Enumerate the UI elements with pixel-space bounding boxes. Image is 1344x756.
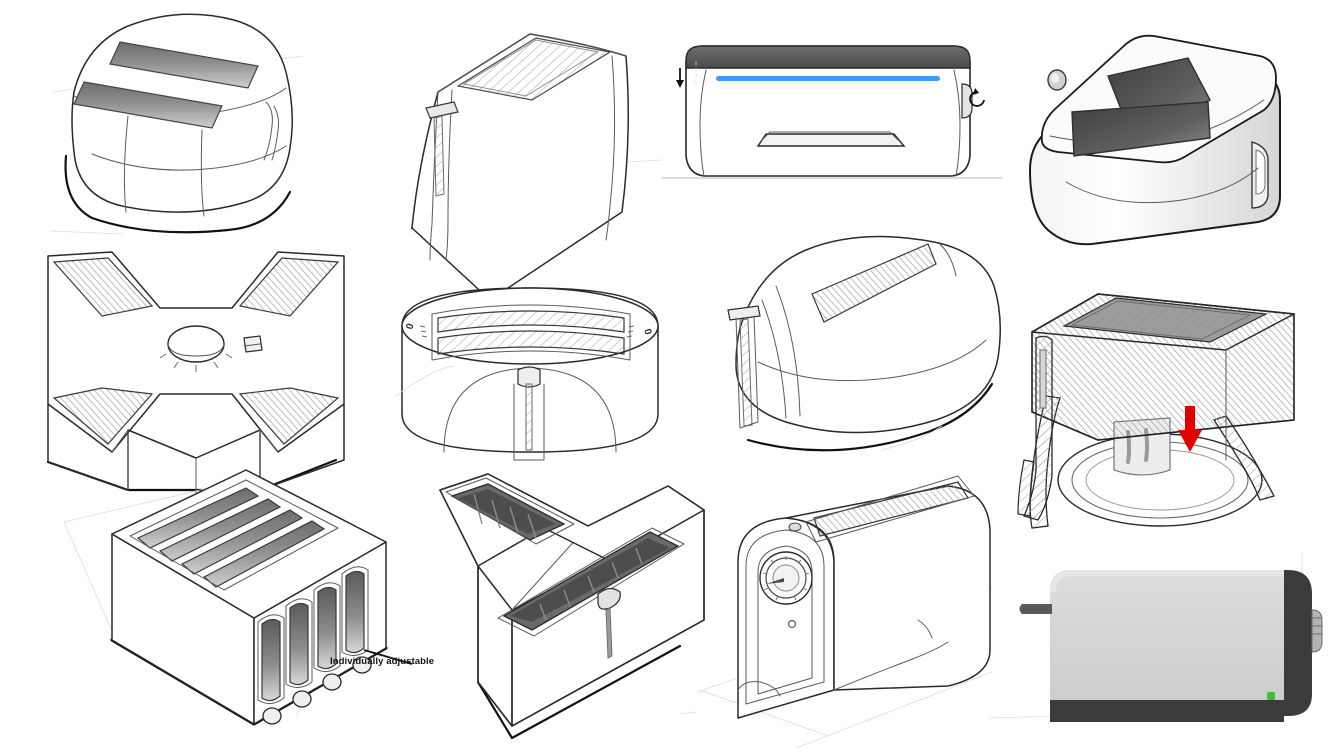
concept-arched-tunnel-toaster xyxy=(696,475,996,756)
front-rotary-dial[interactable] xyxy=(759,551,813,605)
rear-cap xyxy=(939,243,957,277)
body-shadow-edge xyxy=(64,154,292,234)
wall-corner-join xyxy=(111,429,279,453)
slot-bezel xyxy=(431,304,631,361)
rear-control-strip[interactable] xyxy=(1311,609,1323,653)
side-lever-stub[interactable] xyxy=(1019,604,1053,614)
top-face xyxy=(1031,293,1295,351)
down-arrow-icon xyxy=(676,61,697,88)
side-lever-recess[interactable] xyxy=(1251,141,1269,209)
panel-split-left xyxy=(123,115,129,213)
rear-edge xyxy=(605,55,616,241)
slot-top xyxy=(456,37,612,101)
slot-bottom-right xyxy=(238,387,340,445)
ground-line xyxy=(989,715,1061,719)
blue-accent-trim xyxy=(716,76,940,81)
rotate-arrow-icon xyxy=(969,88,985,107)
front-edge-2 xyxy=(445,89,453,261)
base-shadow xyxy=(476,644,682,740)
svg-text:0: 0 xyxy=(641,328,653,337)
center-front-wall xyxy=(127,429,261,459)
body-sheen-line xyxy=(1065,167,1259,204)
construction-line xyxy=(627,159,663,163)
front-fold-left-2 xyxy=(775,285,801,417)
side-lever[interactable] xyxy=(1023,335,1053,521)
svg-text:0: 0 xyxy=(404,322,416,331)
left-inner-edge xyxy=(699,69,707,177)
concept-cylindrical-two-slot-toaster: 0 0 xyxy=(395,278,666,478)
front-arch-inner xyxy=(745,529,825,705)
front-lever[interactable] xyxy=(513,366,545,461)
slot-upper xyxy=(437,310,625,333)
annotation-individually-adjustable: Individually adjustable xyxy=(330,652,480,670)
slot-bezels xyxy=(445,477,685,637)
plinth-base xyxy=(756,133,906,147)
slot-long-top xyxy=(805,475,975,543)
rear-foot-line xyxy=(833,641,949,691)
top-edge xyxy=(437,33,627,93)
base-shadow xyxy=(746,382,994,452)
base-bar xyxy=(1050,700,1284,722)
top-cap xyxy=(685,45,971,69)
concept-four-slot-toaster xyxy=(34,469,424,756)
slot-bottom-left xyxy=(52,387,154,445)
center-rotary-dial[interactable] xyxy=(159,325,233,372)
slot-top-left xyxy=(52,257,154,317)
annotation-leader-line xyxy=(363,649,413,665)
adjustment-knobs[interactable] xyxy=(262,656,372,725)
front-fold-left xyxy=(761,299,787,419)
concept-side-elevation-render xyxy=(989,540,1344,756)
plinth-top-edge xyxy=(761,131,899,141)
side-lever[interactable] xyxy=(425,101,459,197)
wire-rack-bars xyxy=(539,547,643,621)
front-lever-tracks[interactable] xyxy=(257,566,369,704)
concept-rounded-two-slot-toaster xyxy=(30,6,330,236)
slot-horizontal-arm xyxy=(502,531,680,631)
scale-markings-left: 0 xyxy=(404,322,428,338)
dial-pointer xyxy=(766,578,784,584)
rear-foot xyxy=(917,619,933,639)
slot-lower-diagonal xyxy=(1071,101,1211,157)
panel-highlight xyxy=(1050,570,1284,592)
body-waist-line xyxy=(91,145,287,171)
side-rotary-knob[interactable] xyxy=(961,83,973,119)
slot-lower xyxy=(437,330,625,355)
concept-wedge-angled-toaster xyxy=(1004,24,1314,246)
construction-line xyxy=(395,365,455,397)
construction-line xyxy=(679,711,697,715)
waist-line xyxy=(757,339,987,382)
side-lever[interactable] xyxy=(727,305,761,429)
slot-group-top xyxy=(129,479,339,591)
concept-front-elevation-toaster xyxy=(661,28,1003,193)
concept-l-shaped-toaster xyxy=(412,470,712,756)
slot-top-right xyxy=(238,257,340,317)
concept-legged-drop-through-toaster xyxy=(1000,284,1330,544)
indicator-button[interactable] xyxy=(1047,69,1067,91)
annotation-label: Individually adjustable xyxy=(330,656,434,667)
slot-bottom xyxy=(73,81,223,129)
scale-markings-right: 0 xyxy=(626,325,653,338)
lever-pin[interactable] xyxy=(597,587,621,659)
power-led xyxy=(1267,692,1275,700)
dial-tick-marks xyxy=(159,353,233,372)
toaster-body xyxy=(735,235,1001,434)
construction-line xyxy=(881,425,943,451)
dial-tick-marks xyxy=(762,556,810,601)
indicator-led xyxy=(787,620,796,629)
body-panel xyxy=(1050,570,1284,700)
concept-tapered-long-slot-toaster xyxy=(692,222,1002,462)
wire-rack-bars xyxy=(473,493,537,539)
front-foot xyxy=(737,681,781,697)
square-push-button[interactable] xyxy=(243,335,263,353)
concept-cross-four-slot-toaster xyxy=(16,244,376,497)
slot-top xyxy=(1062,297,1269,343)
red-down-arrow-icon xyxy=(1178,406,1202,452)
panel-split-right xyxy=(200,129,205,217)
right-inner-edge xyxy=(953,69,961,177)
slot-long-top xyxy=(811,243,937,323)
concept-upright-slab-toaster xyxy=(396,14,663,301)
side-lever-icon[interactable] xyxy=(263,101,279,161)
small-button-top[interactable] xyxy=(788,522,802,532)
slot-top xyxy=(109,41,259,89)
